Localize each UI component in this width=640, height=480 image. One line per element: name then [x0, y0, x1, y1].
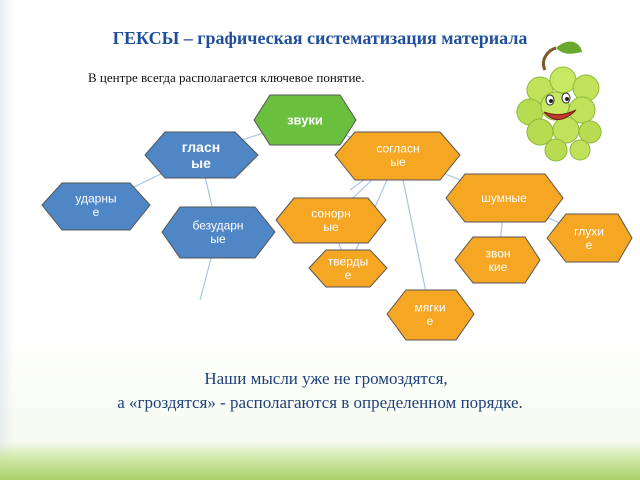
hex-label-line: е [345, 268, 352, 282]
slide-edge-shadow [0, 0, 14, 480]
hex-shape [41, 182, 151, 231]
grapes-illustration [516, 41, 602, 162]
grape [544, 138, 568, 162]
hex-zvuki[interactable]: звуки [253, 94, 357, 146]
grape [549, 66, 577, 94]
grape-mouth [543, 109, 577, 120]
grape-pupil [565, 97, 569, 101]
hex-shape [454, 236, 541, 284]
grape [568, 96, 596, 124]
hex-label-line: звон [485, 246, 510, 260]
grape-pupil [549, 99, 553, 103]
slide-subtitle: В центре всегда располагается ключевое п… [88, 70, 365, 85]
hex-shape [144, 131, 259, 179]
hex-shape [161, 206, 276, 259]
hex-shape [334, 131, 461, 181]
hex-label-line: кие [489, 260, 508, 274]
hex-label-line: е [93, 205, 100, 219]
hex-label-line: е [427, 314, 434, 328]
hex-label: звуки [287, 113, 323, 128]
hex-shape [546, 213, 633, 263]
hex-label-line: ые [210, 232, 226, 246]
footer-line-2: а «гроздятся» - располагаются в определе… [117, 393, 523, 412]
hex-shape [253, 94, 357, 146]
hex-label-line: е [586, 238, 593, 252]
footer-green-band [0, 442, 640, 480]
hex-label-line: ые [191, 155, 211, 171]
hex-label-line: ые [323, 220, 339, 234]
footer-line-1: Наши мысли уже не громоздятся, [204, 369, 448, 388]
hex-label-line: безударн [192, 218, 243, 232]
hex-shumnye[interactable]: шумные [445, 173, 564, 223]
hex-shape [386, 289, 475, 341]
grape-stem [541, 46, 557, 71]
hex-label: шумные [481, 191, 527, 205]
grape-leaf [556, 41, 582, 54]
hex-label-line: гласн [182, 139, 220, 155]
hex-label-line: ые [390, 155, 406, 169]
grape [578, 120, 602, 144]
hex-label-line: ударны [75, 191, 116, 205]
hex-shape [445, 173, 564, 223]
grape [572, 74, 600, 102]
hex-shape [308, 249, 388, 288]
hex-label-line: согласн [376, 141, 419, 155]
grape [569, 139, 591, 161]
hex-label-line: тверды [328, 254, 368, 268]
hex-label-line: шумные [481, 191, 527, 205]
hex-label-line: звуки [287, 113, 323, 128]
hex-label-line: мягки [414, 300, 445, 314]
hex-label-line: сонорн [311, 206, 350, 220]
slide-title: ГЕКСЫ – графическая систематизация матер… [112, 28, 528, 48]
hex-shape [275, 197, 387, 244]
hex-label-line: глухи [574, 224, 604, 238]
connector [397, 154, 431, 313]
